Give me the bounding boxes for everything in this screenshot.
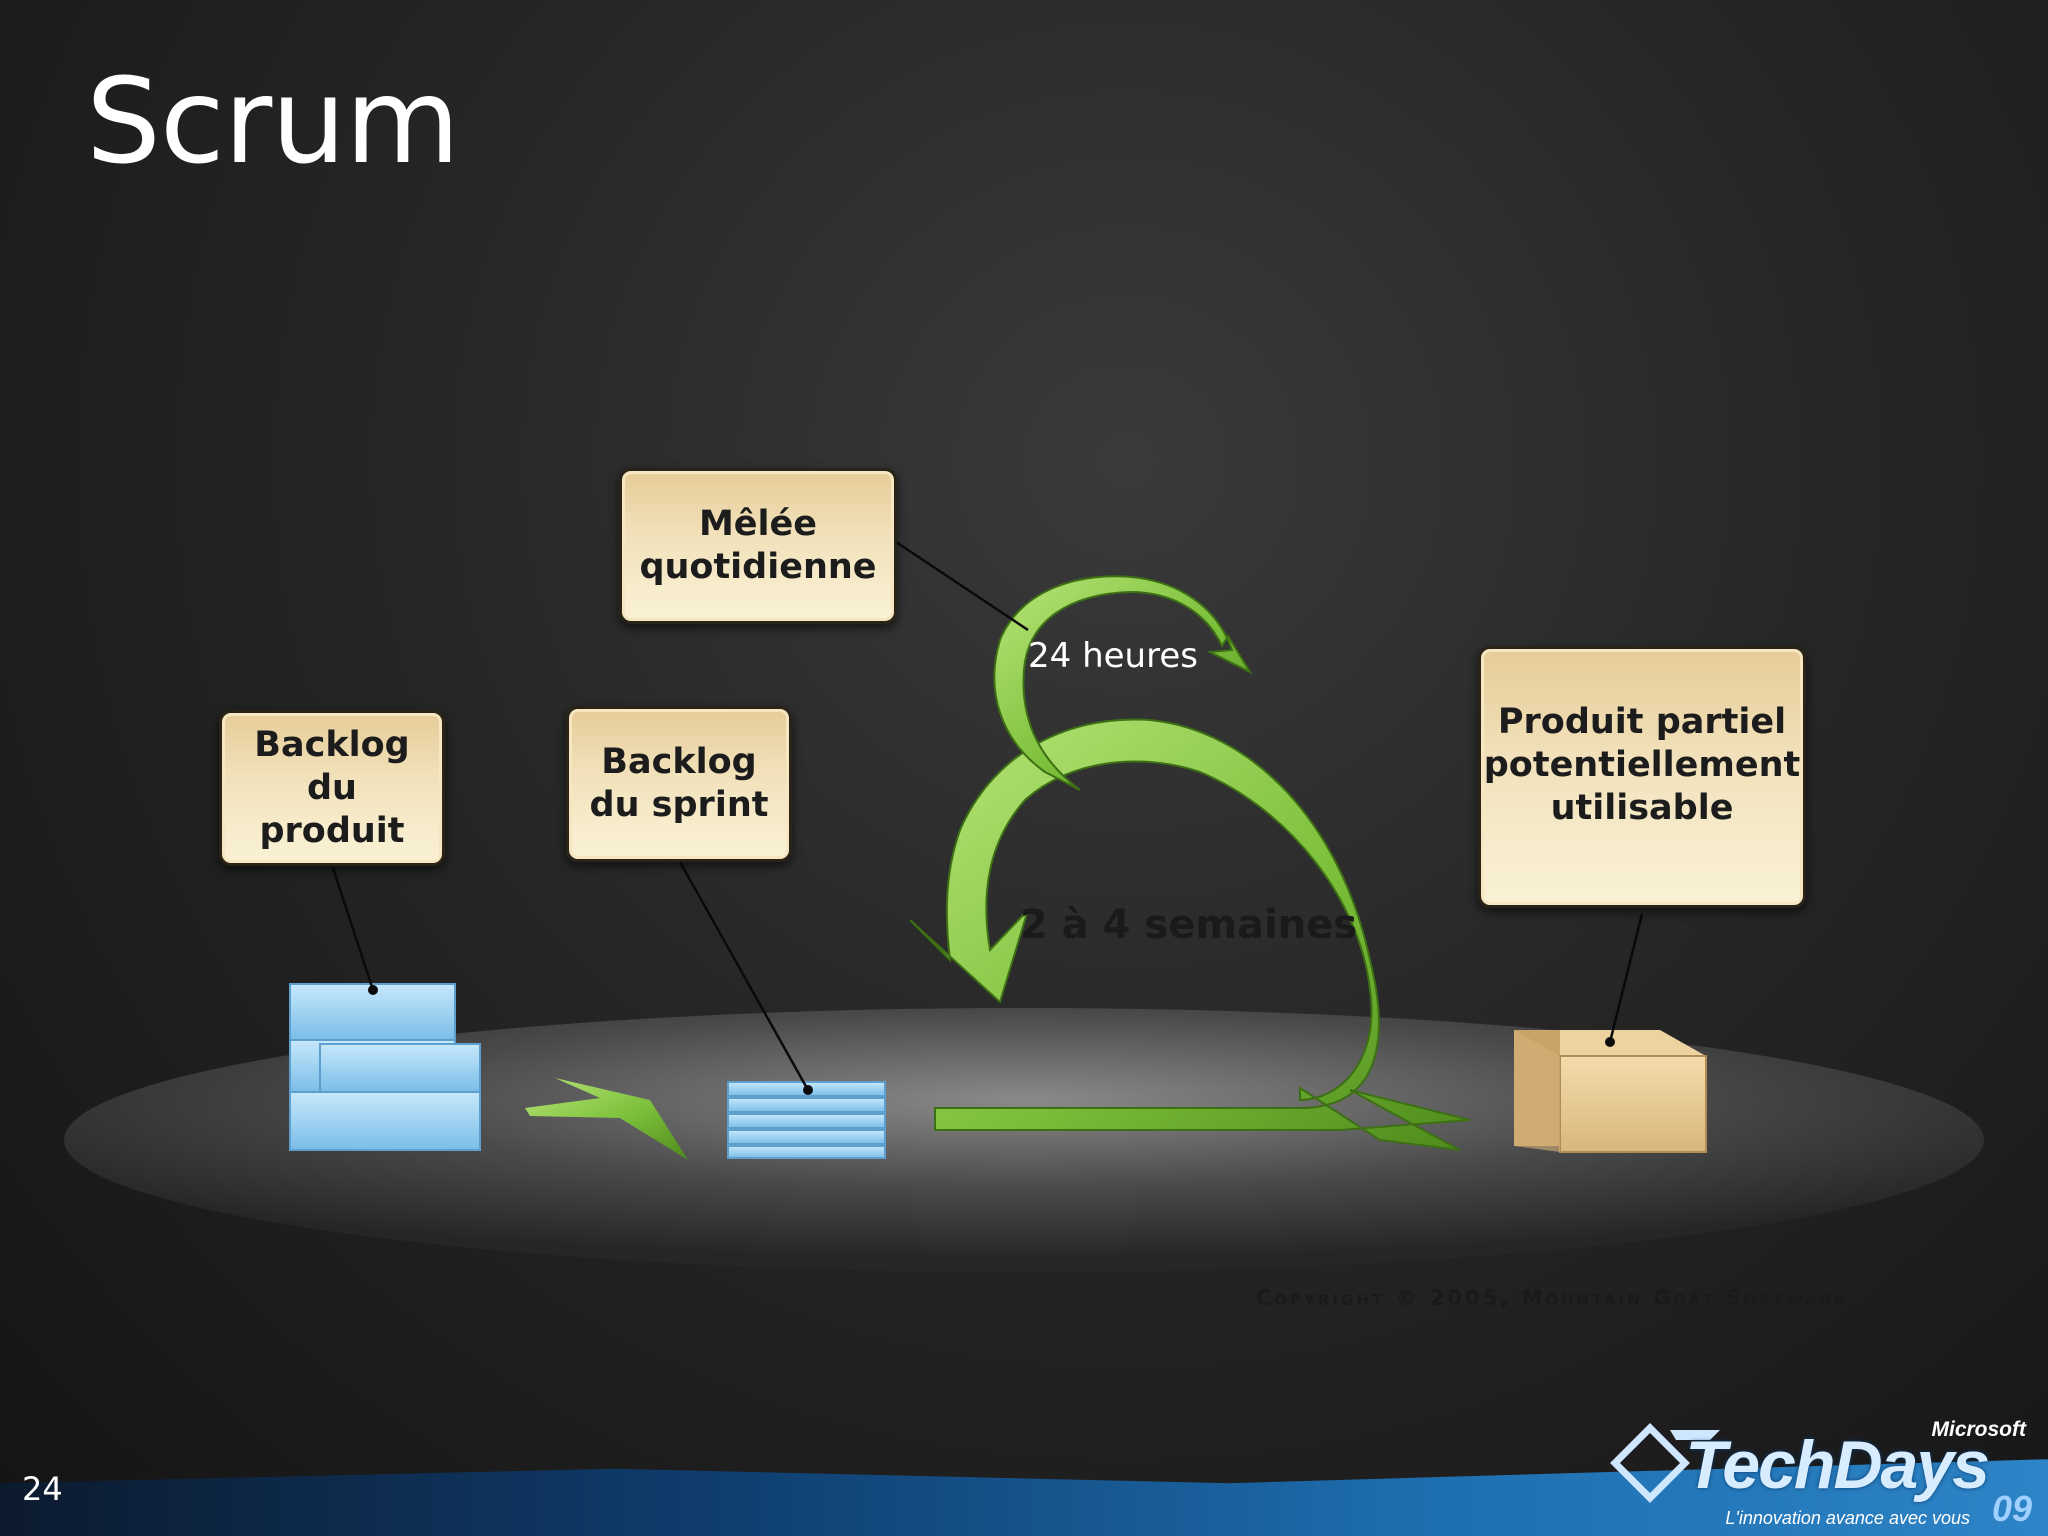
- daily-cycle-label: 24 heures: [1028, 636, 1198, 676]
- slide-title: Scrum: [86, 52, 460, 190]
- daily-scrum-label: Mêlée quotidienne: [619, 468, 897, 624]
- increment-label: Produit partiel potentiellement utilisab…: [1478, 646, 1806, 908]
- increment-box: [1514, 1030, 1707, 1153]
- logo-name: TechDays: [1685, 1427, 1990, 1503]
- techdays-logo: Microsoft TechDays 09 L'innovation avanc…: [1600, 1418, 2040, 1536]
- copyright-notice: Copyright © 2005, Mountain Goat Software: [1256, 1286, 1848, 1310]
- product-backlog-stack: [289, 983, 481, 1151]
- logo-year: 09: [1991, 1488, 2032, 1529]
- logo-brand: Microsoft: [1931, 1418, 2027, 1441]
- sprint-cycle-label: 2 à 4 semaines: [1020, 902, 1358, 948]
- connector-dots: [368, 985, 1615, 1095]
- diamond-icon: [1610, 1423, 1720, 1503]
- logo-tagline: L'innovation avance avec vous: [1725, 1508, 1970, 1528]
- product-backlog-label: Backlog du produit: [219, 710, 445, 866]
- transfer-arrow: [525, 1078, 688, 1160]
- sprint-cycle-arrow: [909, 718, 1471, 1151]
- daily-cycle-arrow: [993, 575, 1253, 791]
- sprint-backlog-label: Backlog du sprint: [566, 706, 792, 862]
- page-number: 24: [22, 1470, 63, 1508]
- platform: [64, 1008, 1984, 1272]
- connector-lines: [331, 540, 1644, 1091]
